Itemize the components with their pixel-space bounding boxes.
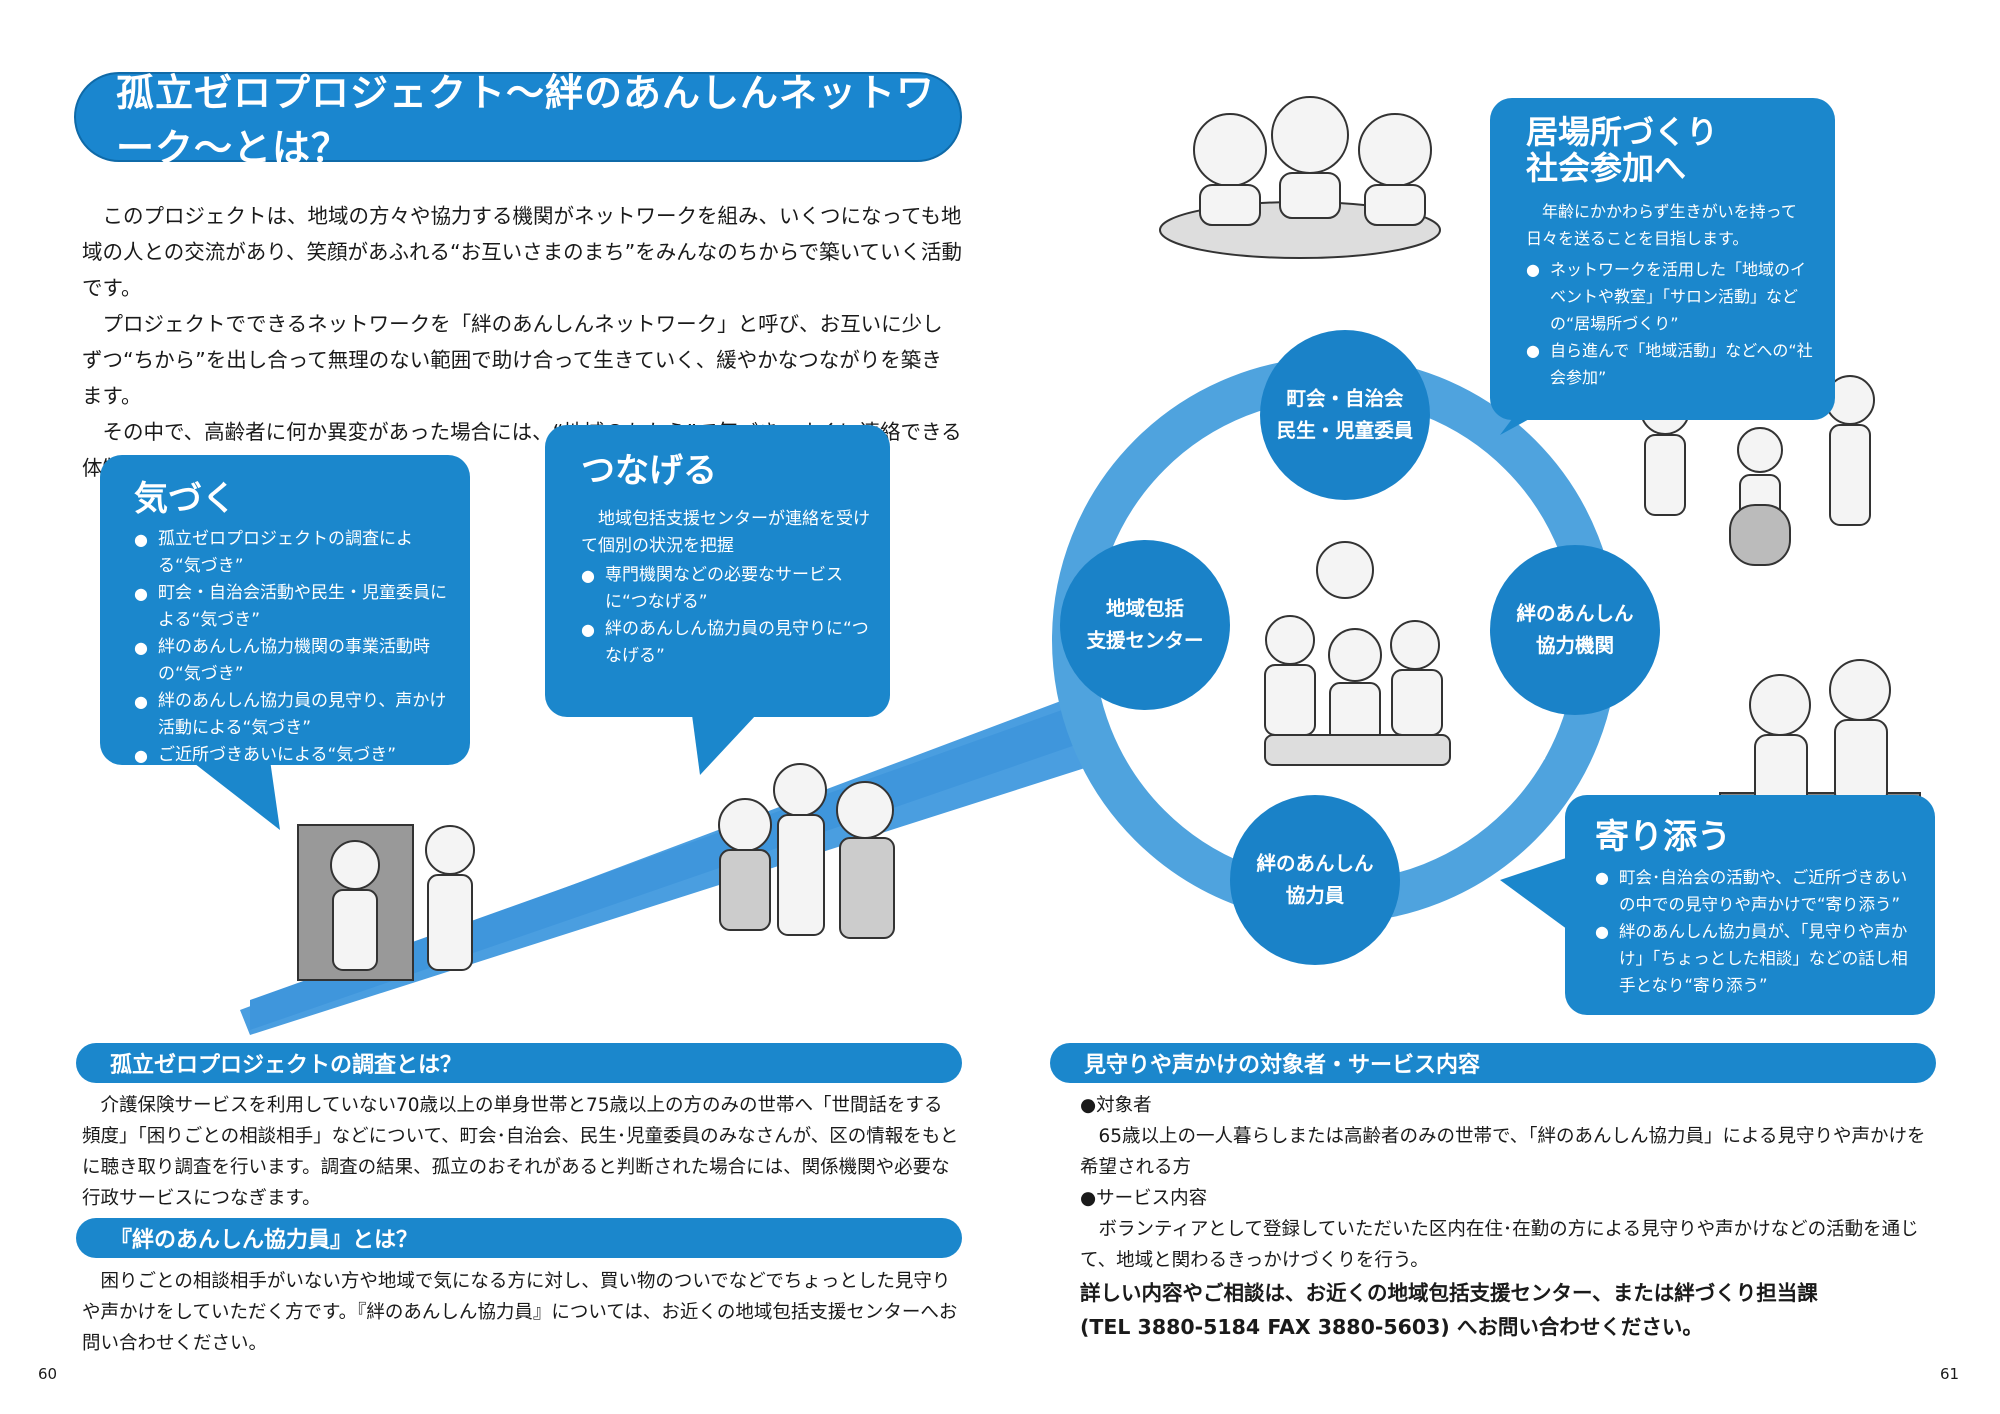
contact-line-2: (TEL 3880-5184 FAX 3880-5603) へお問い合わせくださ… bbox=[1080, 1315, 1703, 1339]
tsunageru-bubble: つなげる 地域包括支援センターが連絡を受けて個別の状況を把握 専門機関などの必要… bbox=[545, 425, 890, 717]
volunteer-heading: 『絆のあんしん協力員』とは？ bbox=[76, 1218, 962, 1258]
ibasho-title-line2: 社会参加へ bbox=[1526, 149, 1687, 187]
kizuku-item: 町会・自治会活動や民生・児童委員による“気づき” bbox=[134, 580, 450, 634]
survey-heading: 孤立ゼロプロジェクトの調査とは？ bbox=[76, 1043, 962, 1083]
tsunageru-item: 絆のあんしん協力員の見守りに“つなげる” bbox=[581, 616, 870, 670]
yorisou-title: 寄り添う bbox=[1595, 817, 1731, 857]
main-title: 孤立ゼロプロジェクト〜絆のあんしんネットワーク〜とは？ bbox=[74, 71, 962, 170]
ibasho-lead: 年齢にかかわらず生きがいを持って日々を送ることを目指します。 bbox=[1526, 202, 1797, 248]
node-top-line2: 民生・児童委員 bbox=[1276, 419, 1414, 442]
node-neighborhood-association: 町会・自治会 民生・児童委員 bbox=[1260, 330, 1430, 500]
illustration-family-center bbox=[1264, 541, 1451, 766]
survey-text: 介護保険サービスを利用していない70歳以上の単身世帯と75歳以上の方のみの世帯へ… bbox=[82, 1090, 960, 1214]
yorisou-item: 絆のあんしん協力員が、「見守りや声かけ」「ちょっとした相談」などの話し相手となり… bbox=[1595, 918, 1917, 999]
ibasho-bubble: 居場所づくり 社会参加へ 年齢にかかわらず生きがいを持って日々を送ることを目指し… bbox=[1490, 98, 1835, 420]
kizuku-item: 絆のあんしん協力員の見守り、声かけ活動による“気づき” bbox=[134, 688, 450, 742]
node-left-line2: 支援センター bbox=[1086, 629, 1204, 652]
illustration-three-helpers bbox=[718, 763, 895, 939]
kizuku-title: 気づく bbox=[134, 479, 236, 519]
yorisou-bubble: 寄り添う 町会･自治会の活動や、ご近所づきあいの中での見守りや声かけで“寄り添う… bbox=[1565, 795, 1935, 1015]
ibasho-item: ネットワークを活用した「地域のイベントや教室」「サロン活動」などの“居場所づくり… bbox=[1526, 256, 1817, 337]
ibasho-item: 自ら進んで「地域活動」などへの“社会参加” bbox=[1526, 337, 1817, 391]
ring-arrows bbox=[1148, 448, 1547, 842]
kizuku-item: 絆のあんしん協力機関の事業活動時の“気づき” bbox=[134, 634, 450, 688]
page-number-left: 60 bbox=[38, 1365, 58, 1383]
yorisou-item: 町会･自治会の活動や、ご近所づきあいの中での見守りや声かけで“寄り添う” bbox=[1595, 864, 1917, 918]
tsunageru-lead: 地域包括支援センターが連絡を受けて個別の状況を把握 bbox=[581, 509, 870, 556]
target-label: ●対象者 bbox=[1080, 1095, 1152, 1116]
ibasho-title-line1: 居場所づくり bbox=[1526, 113, 1719, 151]
tsunageru-item: 専門機関などの必要なサービスに“つなげる” bbox=[581, 562, 870, 616]
illustration-group-elderly-table bbox=[1159, 96, 1441, 259]
contact-line-1: 詳しい内容やご相談は、お近くの地域包括支援センター、または絆づくり担当課 bbox=[1080, 1281, 1818, 1305]
node-bottom-line2: 協力員 bbox=[1285, 884, 1345, 907]
survey-paragraph: 介護保険サービスを利用していない70歳以上の単身世帯と75歳以上の方のみの世帯へ… bbox=[82, 1095, 959, 1209]
kizuku-bubble: 気づく 孤立ゼロプロジェクトの調査による“気づき” 町会・自治会活動や民生・児童… bbox=[100, 455, 470, 769]
node-bottom-line1: 絆のあんしん bbox=[1256, 852, 1374, 875]
intro-paragraph-2: プロジェクトでできるネットワークを「絆のあんしんネットワーク」と呼び、お互いに少… bbox=[82, 312, 943, 408]
node-cooperating-members: 絆のあんしん 協力員 bbox=[1230, 795, 1400, 965]
target-heading: 見守りや声かけの対象者・サービス内容 bbox=[1050, 1043, 1936, 1083]
target-text: ●対象者 65歳以上の一人暮らしまたは高齢者のみの世帯で、「絆のあんしん協力員」… bbox=[1080, 1090, 1940, 1344]
node-top-line1: 町会・自治会 bbox=[1286, 387, 1404, 410]
node-right-line1: 絆のあんしん bbox=[1516, 602, 1634, 625]
node-right-line2: 協力機関 bbox=[1535, 634, 1614, 657]
volunteer-text: 困りごとの相談相手がいない方や地域で気になる方に対し、買い物のついでなどでちょっ… bbox=[82, 1266, 960, 1359]
kizuku-item: ご近所づきあいによる“気づき” bbox=[134, 742, 450, 769]
intro-paragraph-1: このプロジェクトは、地域の方々や協力する機関がネットワークを組み、いくつになって… bbox=[82, 204, 962, 300]
node-support-center: 地域包括 支援センター bbox=[1060, 540, 1230, 710]
node-left-line1: 地域包括 bbox=[1105, 597, 1184, 620]
tsunageru-title: つなげる bbox=[581, 451, 717, 491]
node-cooperating-institutions: 絆のあんしん 協力機関 bbox=[1490, 545, 1660, 715]
page-number-right: 61 bbox=[1940, 1365, 1960, 1383]
service-paragraph: ボランティアとして登録していただいた区内在住･在勤の方による見守りや声かけなどの… bbox=[1080, 1219, 1919, 1271]
illustration-doorstep bbox=[297, 824, 475, 981]
service-label: ●サービス内容 bbox=[1080, 1188, 1208, 1209]
kizuku-item: 孤立ゼロプロジェクトの調査による“気づき” bbox=[134, 526, 450, 580]
volunteer-paragraph: 困りごとの相談相手がいない方や地域で気になる方に対し、買い物のついでなどでちょっ… bbox=[82, 1271, 958, 1354]
target-paragraph: 65歳以上の一人暮らしまたは高齢者のみの世帯で、「絆のあんしん協力員」による見守… bbox=[1080, 1126, 1926, 1178]
illustration-bench-pair bbox=[1719, 659, 1921, 811]
